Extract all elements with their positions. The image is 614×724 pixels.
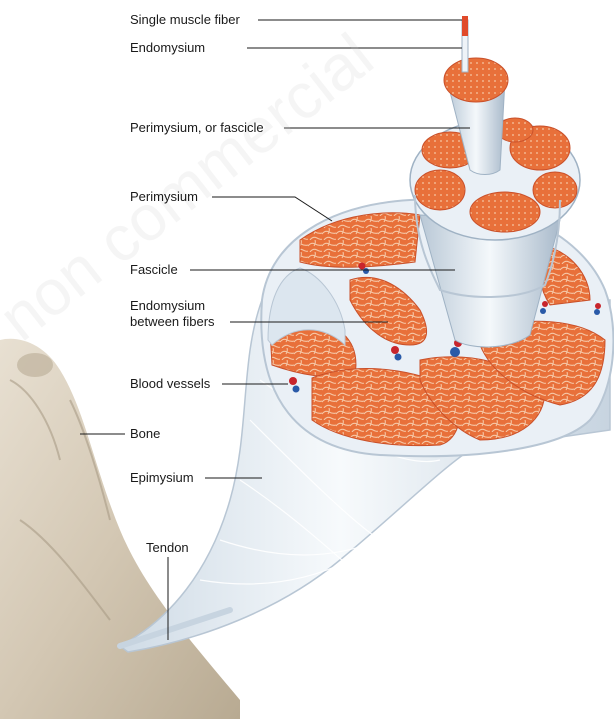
label-fascicle: Fascicle: [130, 262, 178, 277]
label-endomysium: Endomysium: [130, 40, 205, 55]
label-perimysium: Perimysium: [130, 189, 198, 204]
bone-shape: [0, 339, 240, 719]
label-epimysium: Epimysium: [130, 470, 194, 485]
label-endomysium-between-fibers-line1: Endomysium: [130, 298, 205, 313]
label-bone: Bone: [130, 426, 160, 441]
leader-perimysium: [212, 197, 332, 221]
label-perimysium-or-fascicle: Perimysium, or fascicle: [130, 120, 264, 135]
label-tendon: Tendon: [146, 540, 189, 555]
label-single-muscle-fiber: Single muscle fiber: [130, 12, 240, 27]
label-blood-vessels: Blood vessels: [130, 376, 210, 391]
label-endomysium-between-fibers-line2: between fibers: [130, 314, 215, 329]
